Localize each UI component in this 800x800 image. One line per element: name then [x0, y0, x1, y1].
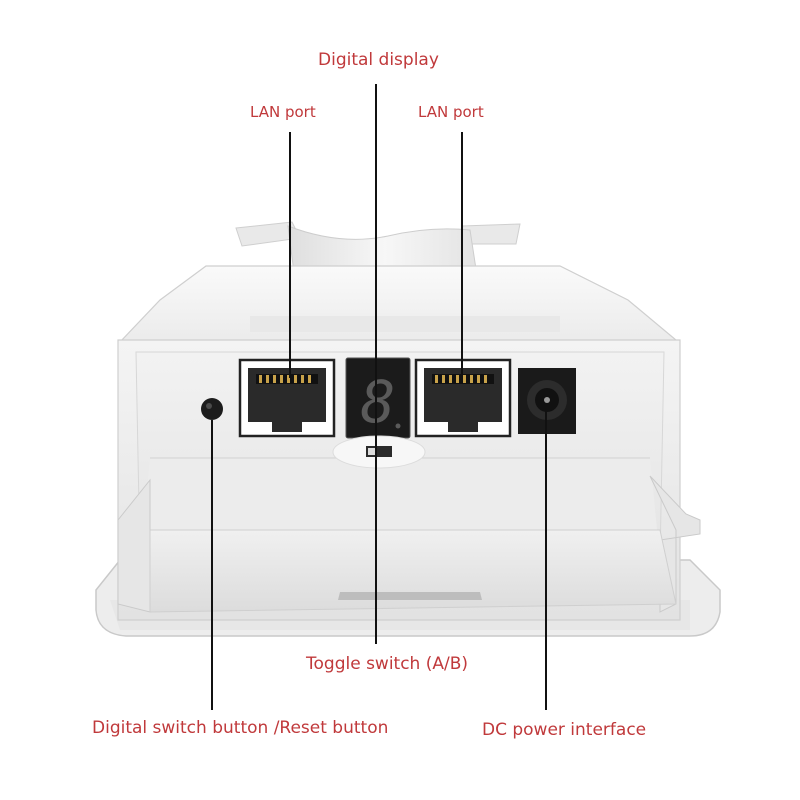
lan-port-left[interactable]: [238, 358, 336, 438]
leader-dc-power: [545, 410, 547, 710]
label-toggle-switch: Toggle switch (A/B): [306, 654, 469, 674]
label-lan-port-left: LAN port: [250, 103, 316, 121]
leader-reset-button: [211, 420, 213, 710]
label-reset-button: Digital switch button /Reset button: [92, 718, 389, 738]
leader-digital-display: [375, 84, 377, 644]
toggle-switch[interactable]: [332, 435, 426, 469]
reset-button[interactable]: [201, 398, 223, 420]
leader-lan-port-left: [289, 132, 291, 378]
digital-display: 8: [345, 357, 411, 439]
front-tray: [117, 475, 701, 613]
leader-lan-port-right: [461, 132, 463, 378]
housing-top: [119, 265, 677, 353]
dc-power-jack[interactable]: [518, 368, 576, 434]
label-dc-power: DC power interface: [482, 720, 647, 740]
label-lan-port-right: LAN port: [418, 103, 484, 121]
lan-port-right[interactable]: [414, 358, 512, 438]
label-digital-display: Digital display: [318, 50, 439, 70]
display-digit: 8: [361, 368, 396, 436]
